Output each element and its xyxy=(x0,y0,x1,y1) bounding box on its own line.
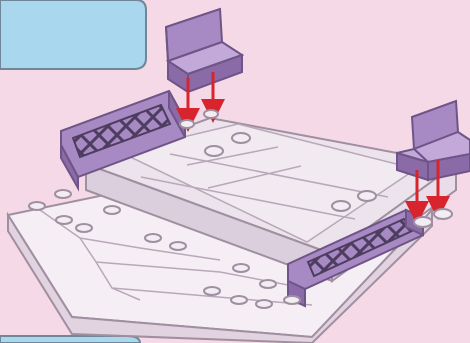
callout-box-top-left xyxy=(0,0,146,69)
callout-box-bottom-left xyxy=(0,336,140,343)
